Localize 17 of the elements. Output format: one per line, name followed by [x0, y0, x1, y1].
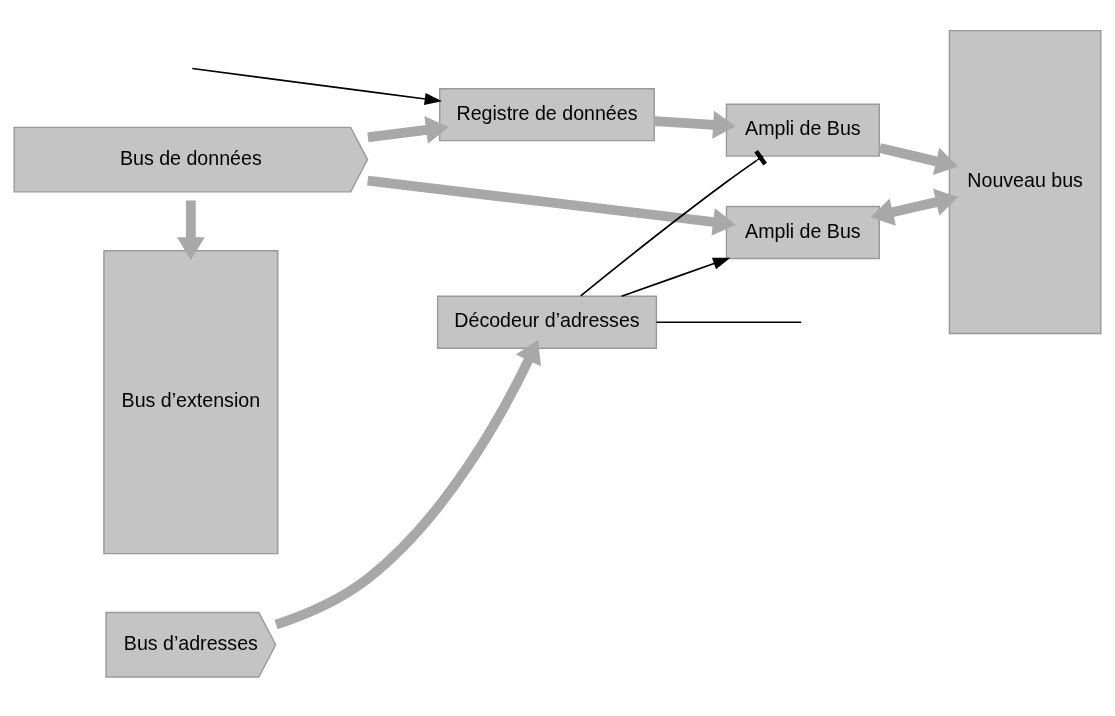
arrow	[653, 110, 736, 139]
connector	[579, 149, 767, 297]
node-box: Nouveau bus	[948, 29, 1102, 335]
node-box: Décodeur d’adresses	[436, 295, 658, 349]
arrow	[367, 175, 736, 236]
arrow	[191, 67, 443, 105]
arrow	[367, 116, 449, 144]
arrow	[878, 143, 959, 175]
arrow	[176, 200, 205, 260]
node-box: Ampli de Bus	[725, 205, 880, 260]
node-box: Bus d’extension	[103, 250, 279, 555]
arrow	[274, 339, 541, 630]
node-box: Registre de données	[439, 88, 655, 142]
arrow	[870, 188, 959, 226]
arrow	[620, 257, 731, 298]
node-box: Ampli de Bus	[725, 103, 880, 157]
connector	[655, 321, 803, 324]
